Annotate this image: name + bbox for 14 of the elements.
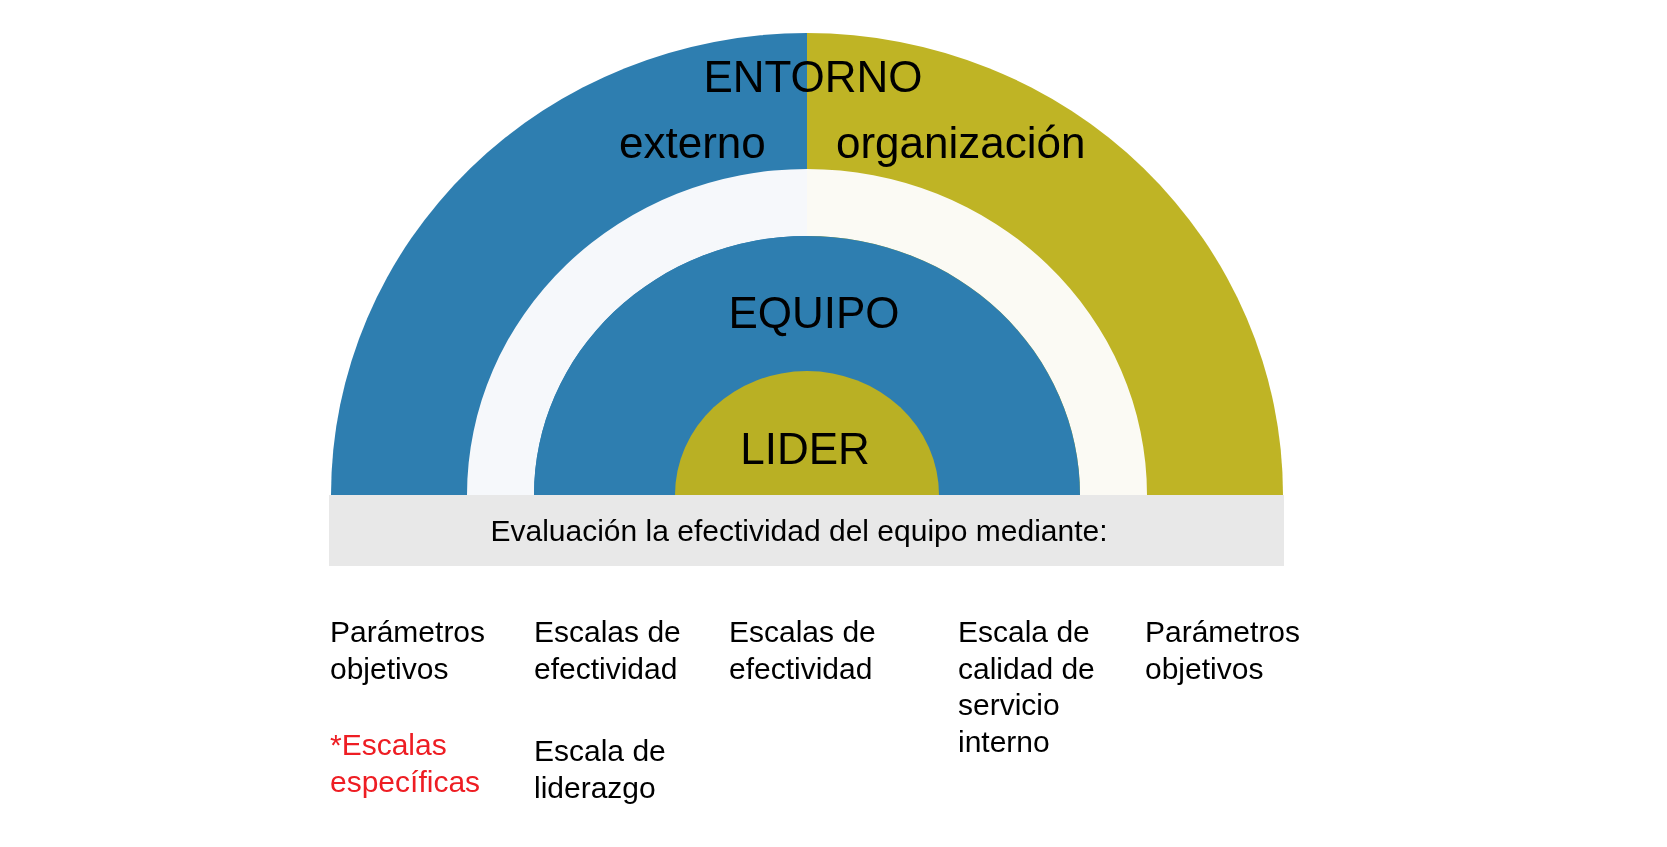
ring-title: EQUIPO: [728, 287, 900, 339]
center-semicircle: [675, 371, 939, 495]
column-text: Escala de calidad de servicio interno: [958, 614, 1096, 760]
column-text: Parámetros objetivos: [330, 614, 487, 687]
column-text: Parámetros objetivos: [1145, 614, 1302, 687]
column-text: Escalas de efectividad: [534, 614, 682, 687]
segment-label: externo: [619, 117, 766, 169]
column-text: Escalas de efectividad: [729, 614, 877, 687]
caption-text: Evaluación la efectividad del equipo mediante:: [490, 513, 1108, 549]
center-label: LIDER: [740, 423, 870, 475]
caption-bar: [329, 495, 1284, 566]
column-text: Escala de liderazgo: [534, 733, 667, 806]
column-text: *Escalas específicas: [330, 727, 482, 800]
segment-label: organización: [836, 117, 1086, 169]
